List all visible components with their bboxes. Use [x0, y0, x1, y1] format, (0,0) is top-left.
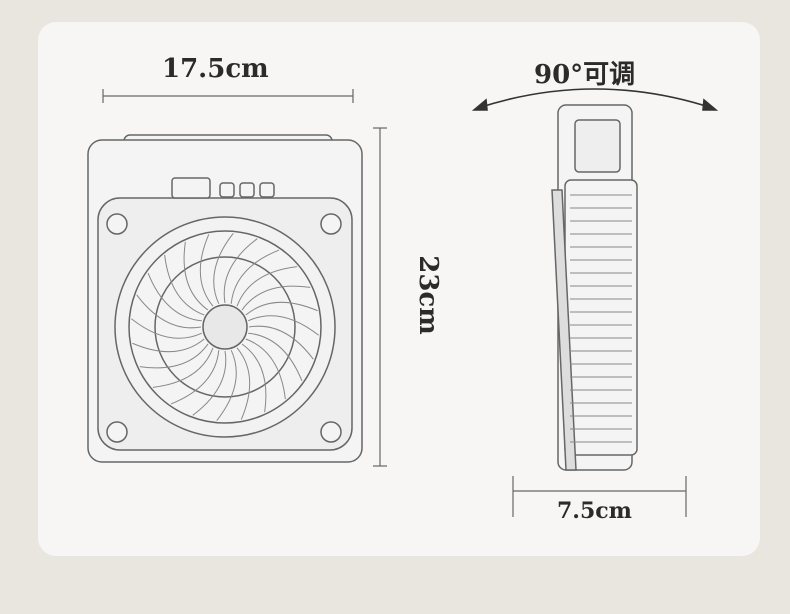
fan-grill-spoke [192, 350, 227, 416]
fan-grill-spoke [132, 338, 205, 353]
angle-arc-arrow [471, 88, 719, 111]
fan-grill-spoke [152, 347, 214, 388]
fan-grill-spoke [241, 343, 267, 413]
fan-grill-spoke [236, 266, 298, 307]
fan-grill-spoke [247, 315, 319, 336]
angle-label: 90°可调 [534, 60, 636, 90]
fan-grill-spoke [183, 241, 209, 311]
fan-grill-spoke [170, 350, 220, 405]
fan-grill-spoke [216, 349, 237, 421]
fan-grill-spoke [230, 249, 280, 304]
depth-dimension-line [512, 476, 687, 517]
fan-grill-spoke [199, 234, 214, 307]
fan-front-view [87, 134, 363, 463]
fan-grill-spoke [248, 332, 303, 382]
width-label: 17.5cm [162, 54, 269, 84]
fan-grill-spoke [136, 294, 202, 329]
height-label: 23cm [412, 255, 443, 335]
fan-grill-spoke [213, 233, 234, 305]
fan-grill-spoke [223, 238, 258, 304]
fan-grill-spoke [147, 272, 202, 322]
fan-grill-spoke [245, 338, 286, 400]
fan-grill-spoke [241, 285, 311, 311]
height-dimension-line [373, 127, 387, 467]
fan-grill-spoke [164, 254, 205, 316]
fan-grill-spoke [245, 301, 318, 316]
fan-grill-spoke [139, 343, 209, 369]
fan-grill-spoke [236, 347, 251, 420]
fan-grill-spoke [248, 325, 314, 360]
fan-grill-spoke [131, 318, 203, 339]
width-dimension-line [102, 89, 354, 103]
depth-label: 7.5cm [557, 498, 632, 524]
fan-side-view [551, 104, 638, 471]
